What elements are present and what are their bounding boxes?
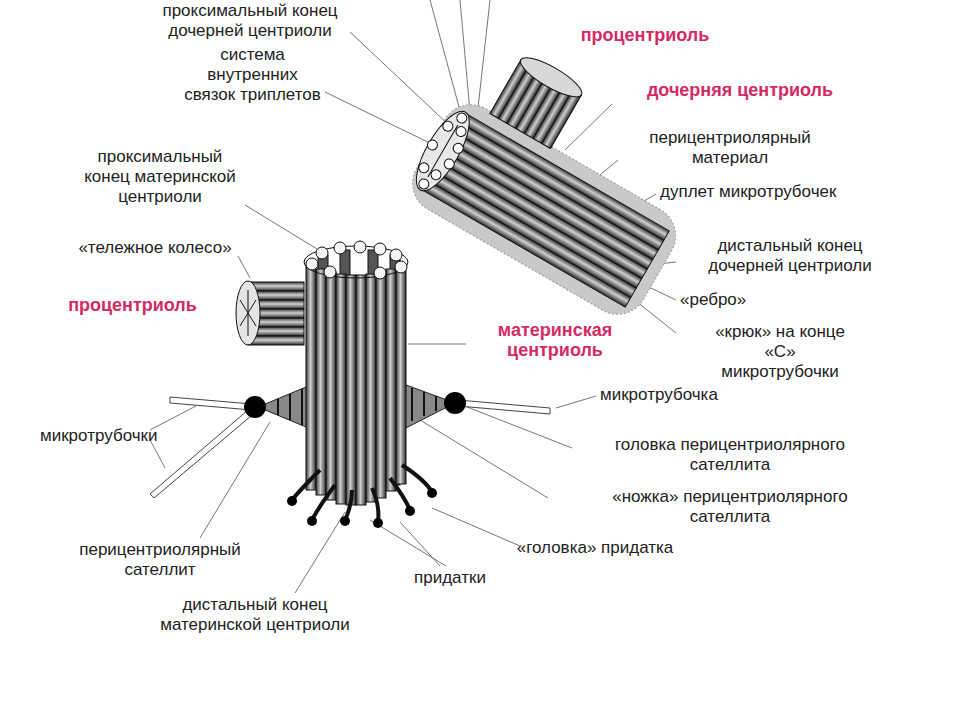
part-label: микротрубочка xyxy=(600,385,800,405)
part-label: «ножка» перицентриолярного сателлита xyxy=(605,487,855,527)
structure-title: дочерняя центриоль xyxy=(610,80,870,100)
part-label: головка перицентриолярного сателлита xyxy=(610,435,850,475)
part-label: перицентриолярный сателлит xyxy=(70,540,250,580)
part-label: микротрубочки xyxy=(40,426,190,446)
part-label: придатки xyxy=(395,568,505,588)
part-label: «ребро» xyxy=(680,290,800,310)
daughter-centriole xyxy=(399,32,721,326)
mother-centriole xyxy=(150,241,550,528)
structure-title: процентриоль xyxy=(555,25,735,45)
part-label: «головка» придатка xyxy=(480,538,710,558)
structure-title: процентриоль xyxy=(45,295,220,315)
part-label: «тележное колесо» xyxy=(70,238,240,258)
part-label: дуплет микротрубочек xyxy=(660,182,910,202)
part-label: проксимальный конец дочерней центриоли xyxy=(155,1,345,41)
part-label: перицентриолярный материал xyxy=(640,128,820,168)
part-label: система внутренних связок триплетов xyxy=(180,45,325,105)
part-label: проксимальный конец материнской центриол… xyxy=(75,147,245,207)
part-label: «крюк» на конце «С» микротрубочки xyxy=(705,322,855,382)
part-label: дистальный конец дочерней центриоли xyxy=(700,236,880,276)
part-label: дистальный конец материнской центриоли xyxy=(155,595,355,635)
structure-title: материнская центриоль xyxy=(470,320,640,360)
